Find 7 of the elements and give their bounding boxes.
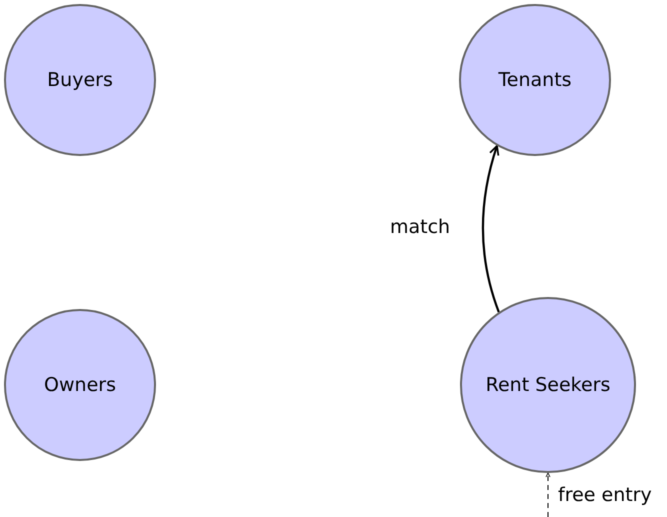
node-label: Owners [44, 374, 116, 396]
arrow [546, 472, 550, 517]
node-label: Tenants [498, 69, 572, 91]
node-label: Buyers [47, 69, 113, 91]
edge-label: free entry [556, 485, 654, 506]
node-label: Rent Seekers [486, 374, 610, 396]
arrow [482, 144, 500, 312]
